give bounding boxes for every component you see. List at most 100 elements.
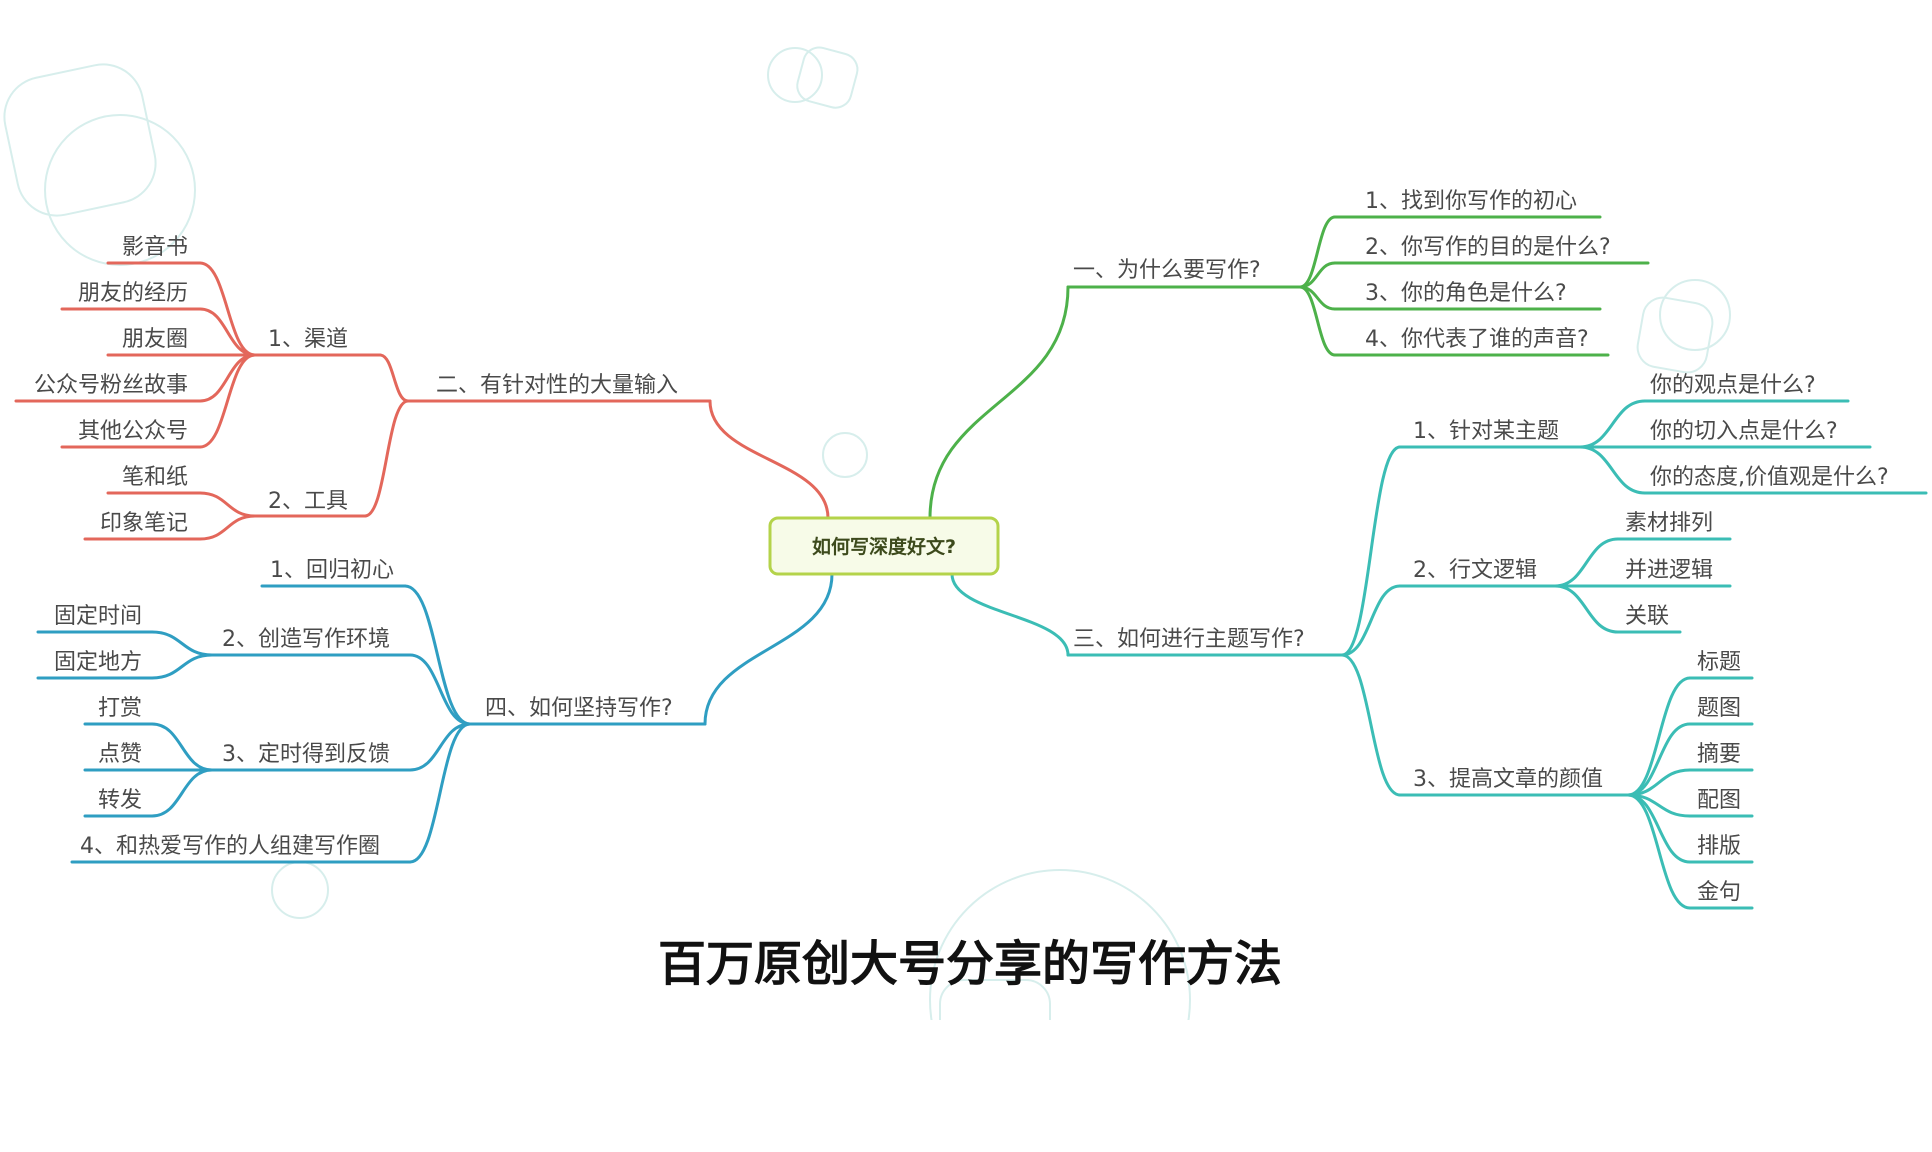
node-label: 3、提高文章的颜值	[1413, 767, 1603, 792]
root-node[interactable]: 如何写深度好文?	[768, 516, 1000, 576]
leaf-label: 朋友的经历	[78, 281, 188, 306]
node-writing-logic[interactable]: 2、行文逻辑	[1398, 558, 1557, 588]
node-find-original-intention[interactable]: 1、找到你写作的初心	[1333, 189, 1602, 219]
leaf-layout[interactable]: 排版	[1688, 834, 1754, 864]
leaf-association[interactable]: 关联	[1616, 604, 1682, 634]
node-label: 2、工具	[268, 489, 348, 514]
leaf-label: 朋友圈	[122, 327, 188, 352]
connector-root-b3	[950, 572, 1070, 657]
leaf-label: 转发	[98, 788, 142, 813]
node-whose-voice[interactable]: 4、你代表了谁的声音?	[1333, 327, 1610, 357]
node-tools[interactable]: 2、工具	[253, 489, 367, 518]
connector-b3c2a	[1553, 537, 1620, 588]
leaf-likes[interactable]: 点赞	[83, 742, 154, 772]
branch-why-write[interactable]: 一、为什么要写作?	[1066, 258, 1302, 289]
connector-b2c1	[378, 353, 410, 403]
leaf-fan-stories[interactable]: 公众号粉丝故事	[14, 373, 202, 403]
bottom-blank-area	[0, 1020, 1932, 1152]
leaf-label: 并进逻辑	[1625, 558, 1713, 583]
branch-topic-writing-label: 三、如何进行主题写作?	[1073, 627, 1305, 652]
leaf-label: 你的态度,价值观是什么?	[1650, 465, 1889, 490]
leaf-reposts[interactable]: 转发	[83, 788, 154, 818]
leaf-label: 金句	[1697, 880, 1741, 905]
video-caption: 百万原创大号分享的写作方法	[658, 936, 1282, 992]
branch-targeted-input[interactable]: 二、有针对性的大量输入	[406, 373, 712, 403]
node-target-topic[interactable]: 1、针对某主题	[1398, 419, 1582, 449]
leaf-tips[interactable]: 打赏	[83, 696, 154, 726]
connector-b2c2	[363, 399, 410, 518]
leaf-fixed-time[interactable]: 固定时间	[36, 604, 154, 634]
leaf-label: 印象笔记	[100, 511, 188, 536]
connector-b2c1d	[198, 353, 257, 403]
node-label: 1、找到你写作的初心	[1365, 189, 1577, 214]
connector-b3c3a	[1626, 676, 1692, 797]
node-article-appearance[interactable]: 3、提高文章的颜值	[1398, 767, 1630, 797]
leaf-your-viewpoint[interactable]: 你的观点是什么?	[1643, 373, 1850, 403]
node-return-to-intention[interactable]: 1、回归初心	[260, 558, 407, 588]
connector-b4c2b	[150, 653, 214, 680]
leaf-label: 笔和纸	[122, 465, 188, 490]
leaf-label: 排版	[1697, 834, 1741, 859]
connector-b2c1a	[198, 261, 257, 357]
connector-b4c3c	[150, 768, 214, 818]
connector-b2c2a	[198, 491, 257, 518]
node-your-role[interactable]: 3、你的角色是什么?	[1333, 281, 1602, 311]
leaf-label: 配图	[1697, 788, 1741, 813]
leaf-label: 点赞	[98, 742, 142, 767]
connector-b4c2	[408, 653, 472, 726]
leaf-other-accounts[interactable]: 其他公众号	[60, 419, 202, 449]
branch-keep-writing[interactable]: 四、如何坚持写作?	[468, 696, 707, 726]
node-label: 1、针对某主题	[1413, 419, 1559, 444]
leaf-pen-paper[interactable]: 笔和纸	[106, 465, 202, 495]
leaf-summary[interactable]: 摘要	[1688, 742, 1754, 772]
leaf-label: 题图	[1697, 696, 1741, 721]
leaf-illustration[interactable]: 配图	[1688, 788, 1754, 818]
leaf-label: 素材排列	[1625, 511, 1713, 536]
leaf-label: 你的观点是什么?	[1650, 373, 1816, 398]
leaf-label: 标题	[1697, 650, 1741, 675]
leaf-media-books[interactable]: 影音书	[106, 235, 202, 265]
root-node-label: 如何写深度好文?	[812, 535, 956, 558]
branch-keep-writing-label: 四、如何坚持写作?	[485, 696, 673, 721]
node-writing-circle[interactable]: 4、和热爱写作的人组建写作圈	[70, 834, 412, 864]
leaf-label: 其他公众号	[78, 419, 188, 444]
node-label: 1、渠道	[268, 327, 348, 352]
connector-b4c4	[408, 722, 472, 864]
node-label: 2、你写作的目的是什么?	[1365, 235, 1611, 260]
mind-map-connectors	[150, 215, 1692, 910]
leaf-label: 固定时间	[54, 604, 142, 629]
connector-root-b4	[703, 572, 834, 726]
leaf-friends-experience[interactable]: 朋友的经历	[60, 281, 202, 311]
leaf-fixed-place[interactable]: 固定地方	[36, 650, 154, 680]
leaf-label: 打赏	[98, 696, 142, 721]
leaf-golden-sentence[interactable]: 金句	[1688, 880, 1754, 910]
leaf-your-angle[interactable]: 你的切入点是什么?	[1643, 419, 1872, 449]
connector-b3c1c	[1578, 445, 1647, 495]
leaf-parallel-logic[interactable]: 并进逻辑	[1616, 558, 1732, 588]
leaf-moments[interactable]: 朋友圈	[106, 327, 202, 357]
leaf-cover-image[interactable]: 题图	[1688, 696, 1754, 726]
connector-b3c1a	[1578, 399, 1647, 449]
node-label: 1、回归初心	[270, 558, 394, 583]
connector-b3c2c	[1553, 584, 1620, 634]
connector-b4c2a	[150, 630, 214, 657]
branch-targeted-input-label: 二、有针对性的大量输入	[436, 373, 678, 398]
leaf-material-order[interactable]: 素材排列	[1616, 511, 1732, 541]
background-decoration	[3, 46, 1731, 1020]
node-writing-purpose[interactable]: 2、你写作的目的是什么?	[1333, 235, 1650, 265]
leaf-label: 你的切入点是什么?	[1650, 419, 1838, 444]
node-label: 2、行文逻辑	[1413, 558, 1537, 583]
leaf-label: 固定地方	[54, 650, 142, 675]
node-create-environment[interactable]: 2、创造写作环境	[210, 627, 412, 657]
leaf-title[interactable]: 标题	[1688, 650, 1754, 680]
node-regular-feedback[interactable]: 3、定时得到反馈	[210, 742, 412, 772]
leaf-evernote[interactable]: 印象笔记	[83, 511, 202, 541]
branch-topic-writing[interactable]: 三、如何进行主题写作?	[1066, 627, 1344, 657]
connector-root-b2	[708, 399, 830, 520]
leaf-label: 摘要	[1697, 742, 1741, 767]
node-channels[interactable]: 1、渠道	[253, 327, 382, 357]
leaf-label: 关联	[1625, 604, 1669, 629]
branch-why-write-label: 一、为什么要写作?	[1073, 258, 1261, 283]
leaf-your-attitude[interactable]: 你的态度,价值观是什么?	[1643, 465, 1928, 495]
